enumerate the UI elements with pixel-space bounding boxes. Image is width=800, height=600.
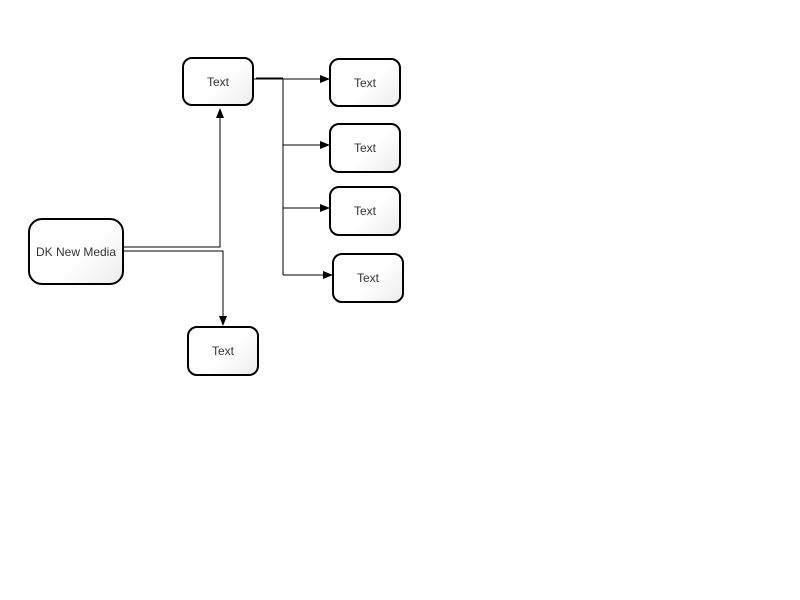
child-node-1[interactable]: Text	[329, 58, 401, 107]
child-node-3[interactable]: Text	[329, 186, 401, 236]
connector-root-to-bottom[interactable]	[124, 250, 227, 326]
child-node-1-label: Text	[353, 75, 376, 90]
bottom-node[interactable]: Text	[187, 326, 259, 376]
child-node-2-label: Text	[353, 141, 376, 155]
connector-top-trunk	[254, 78, 284, 275]
root-node-label: DK New Media	[35, 244, 117, 259]
connector-root-to-top[interactable]	[124, 108, 224, 248]
top-node[interactable]: Text	[182, 57, 254, 106]
child-node-4-label: Text	[356, 271, 379, 285]
child-node-2[interactable]: Text	[329, 123, 401, 173]
top-node-label: Text	[206, 74, 229, 89]
root-node[interactable]: DK New Media	[28, 218, 124, 285]
child-node-3-label: Text	[353, 204, 376, 218]
bottom-node-label: Text	[211, 344, 234, 358]
child-node-4[interactable]: Text	[332, 253, 404, 303]
